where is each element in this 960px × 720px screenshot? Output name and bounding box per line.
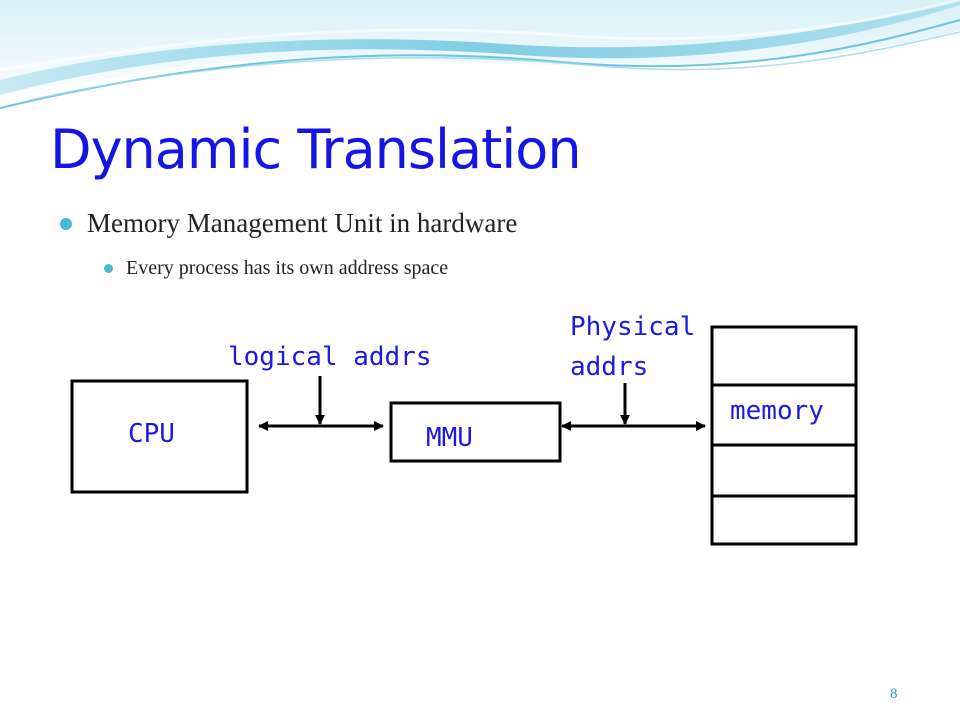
memory-label: memory bbox=[730, 396, 824, 426]
mmu-box bbox=[389, 401, 562, 463]
bullet-item-level2: Every process has its own address space bbox=[104, 257, 448, 280]
cpu-box bbox=[70, 379, 249, 494]
slide-title: Dynamic Translation bbox=[50, 118, 582, 181]
logical-addrs-label: logical addrs bbox=[228, 342, 432, 372]
cpu-label: CPU bbox=[128, 419, 175, 449]
header-wave-decoration bbox=[0, 0, 960, 109]
mmu-label: MMU bbox=[426, 423, 473, 453]
bullet-dot-icon bbox=[104, 264, 113, 273]
bullet-item-level1: Memory Management Unit in hardware bbox=[60, 208, 517, 239]
memory-stack bbox=[710, 325, 858, 546]
bullet-dot-icon bbox=[60, 217, 72, 230]
slide-number: 8 bbox=[890, 686, 898, 702]
bullet-text: Every process has its own address space bbox=[126, 257, 449, 279]
physical-addrs-label-line1: Physical bbox=[570, 312, 696, 342]
physical-addrs-label-line2: addrs bbox=[570, 352, 649, 382]
bullet-text: Memory Management Unit in hardware bbox=[87, 208, 518, 238]
